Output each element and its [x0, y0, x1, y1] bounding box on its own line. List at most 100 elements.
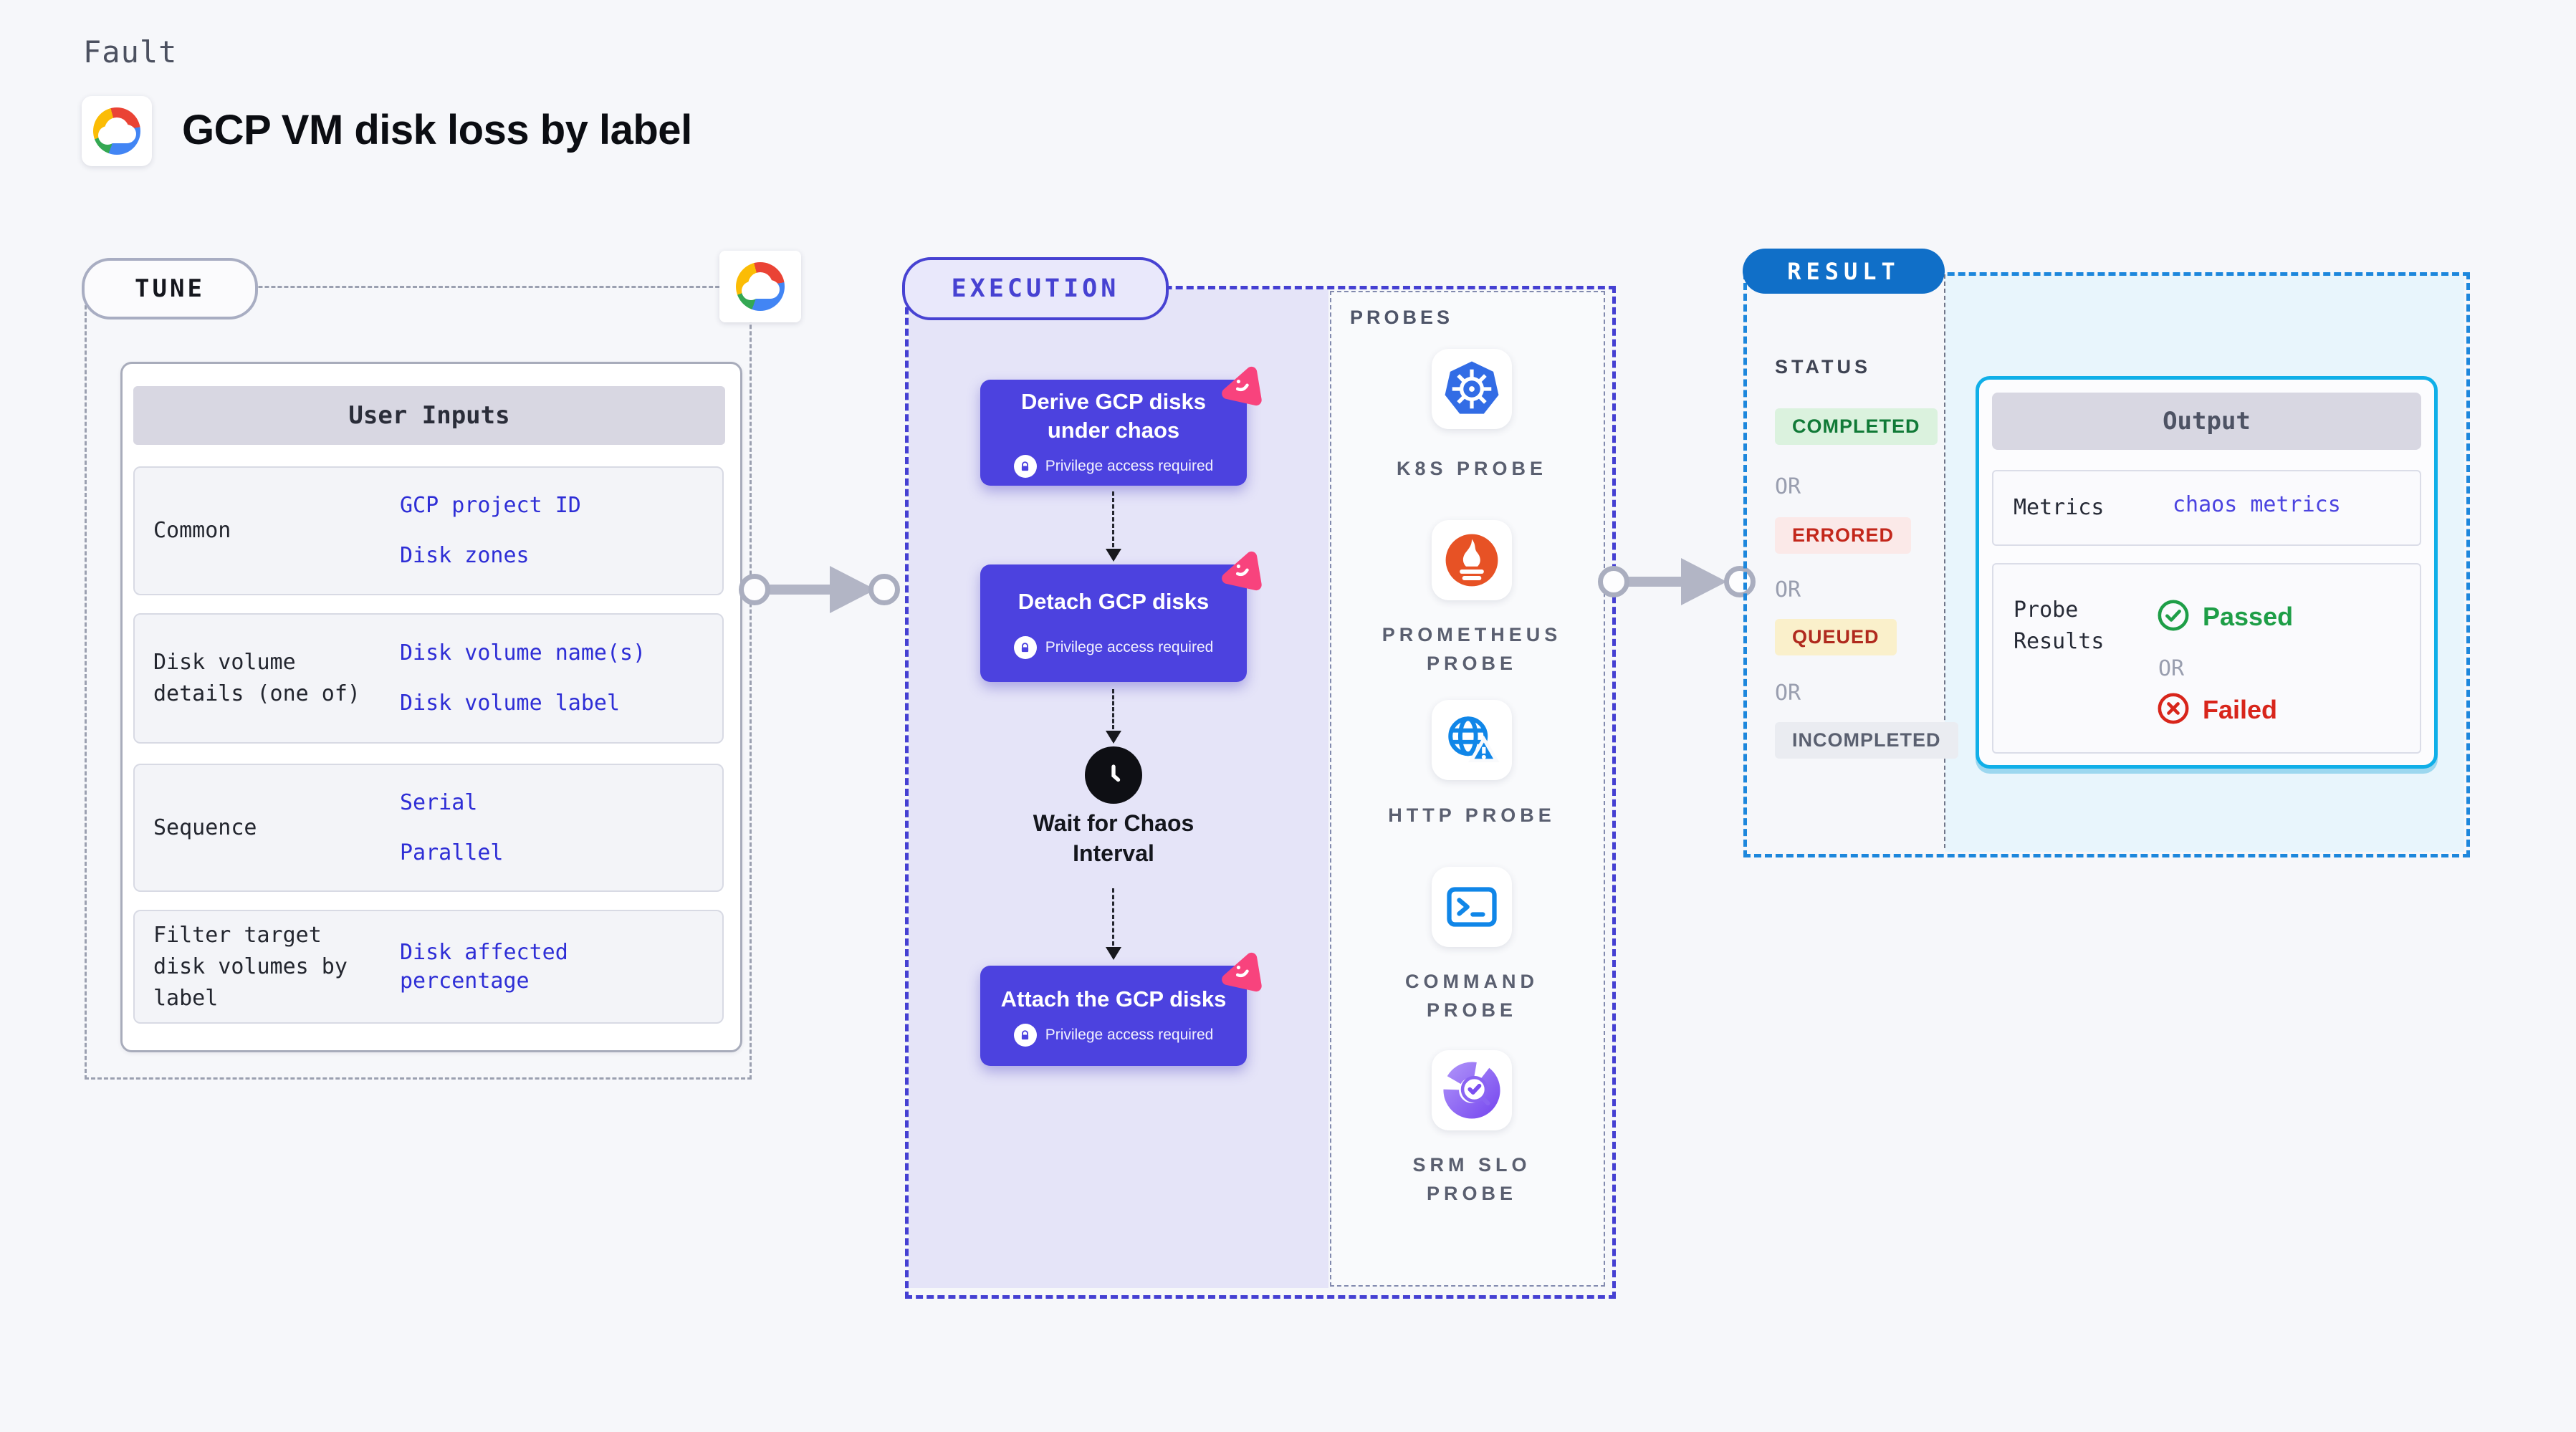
srm-slo-icon — [1443, 1062, 1500, 1119]
arrow-tune-execution-line — [760, 585, 838, 595]
probe-tile-http — [1432, 700, 1512, 780]
gcp-cloud-icon — [736, 262, 785, 311]
clock-icon — [1085, 746, 1142, 804]
result-divider — [1944, 274, 1945, 848]
lock-icon — [1013, 1024, 1037, 1047]
or-label: OR — [1775, 681, 1801, 706]
node-title: Attach the GCP disks — [1000, 986, 1227, 1011]
connector-arrowhead — [1106, 947, 1121, 960]
row-value: GCP project ID — [400, 493, 581, 518]
http-globe-icon — [1448, 716, 1500, 763]
row-value: Disk volume label — [400, 691, 621, 716]
node-attach-gcp-disks: Attach the GCP disks Privilege access re… — [980, 952, 1262, 1066]
arrow-end-circle — [1724, 566, 1756, 597]
metrics-row: Metrics chaos metrics — [1992, 470, 2421, 546]
tune-badge: TUNE — [82, 258, 258, 319]
metrics-value: chaos metrics — [2173, 492, 2341, 517]
privilege-note: Privilege access required — [1045, 1027, 1214, 1043]
kubernetes-icon — [1445, 361, 1499, 414]
probe-label-http: HTTP PROBE — [1388, 804, 1556, 826]
probe-label-prometheus: PROMETHEUS PROBE — [1382, 624, 1562, 674]
connector-arrowhead — [1106, 549, 1121, 562]
arrow-start-circle — [739, 574, 770, 605]
probe-label-command: COMMAND PROBE — [1405, 971, 1538, 1021]
probe-results-row: Probe Results Passed OR Failed — [1992, 563, 2421, 754]
execution-badge: EXECUTION — [902, 257, 1169, 320]
gcp-logo-tile — [82, 96, 152, 166]
probes-panel — [1330, 291, 1605, 1287]
node-derive-gcp-disks: Derive GCP disks under chaos Privilege a… — [980, 366, 1262, 486]
status-badge-errored: ERRORED — [1775, 517, 1912, 554]
row-value: Disk volume name(s) — [400, 640, 646, 665]
arrow-execution-result-head — [1681, 558, 1727, 605]
user-inputs-title: User Inputs — [348, 401, 510, 430]
result-badge-label: RESULT — [1787, 257, 1900, 285]
status-badge-incompleted: INCOMPLETED — [1775, 722, 1958, 759]
connector-dashed — [1112, 689, 1114, 729]
probe-tile-k8s — [1432, 349, 1512, 429]
arrow-tune-execution-head — [830, 566, 876, 613]
probes-title: PROBES — [1350, 307, 1454, 328]
row-label: Sequence — [153, 814, 257, 840]
connector-dashed — [1112, 888, 1114, 946]
wait-for-chaos-label: Wait for Chaos Interval — [1033, 810, 1194, 866]
table-row-common: Common GCP project ID Disk zones — [133, 466, 724, 595]
or-label: OR — [1775, 577, 1801, 602]
output-title: Output — [2163, 407, 2251, 436]
fault-kicker: Fault — [83, 34, 178, 69]
row-value: Serial — [400, 789, 478, 815]
privilege-note: Privilege access required — [1045, 458, 1214, 474]
node-detach-gcp-disks: Detach GCP disks Privilege access requir… — [980, 551, 1262, 682]
lock-icon — [1013, 636, 1037, 659]
or-label: OR — [2158, 656, 2185, 681]
failed-x-icon — [2158, 693, 2189, 724]
row-value: Parallel — [400, 840, 504, 865]
row-label: Filter target disk volumes by label — [153, 922, 348, 1011]
probe-tile-prometheus — [1432, 520, 1512, 600]
execution-badge-label: EXECUTION — [951, 274, 1120, 303]
arrow-start-circle — [1598, 566, 1629, 597]
node-title: Derive GCP disks under chaos — [1021, 389, 1206, 443]
failed-label: Failed — [2203, 695, 2278, 724]
row-value: Disk affected percentage — [400, 939, 568, 994]
node-title: Detach GCP disks — [1018, 589, 1210, 614]
result-badge: RESULT — [1743, 249, 1945, 294]
chaos-fault-icon — [1222, 551, 1262, 591]
arrow-execution-result-line — [1618, 577, 1690, 587]
connector-arrowhead — [1106, 731, 1121, 744]
tune-panel — [85, 286, 752, 1080]
table-row-filter-by-label: Filter target disk volumes by label Disk… — [133, 910, 724, 1024]
chaos-fault-icon — [1222, 952, 1262, 992]
tune-gcp-icon-tile — [719, 251, 801, 322]
status-badge-completed: COMPLETED — [1775, 408, 1938, 445]
or-label: OR — [1775, 474, 1801, 499]
output-header: Output — [1992, 393, 2421, 450]
row-label: Common — [153, 518, 231, 543]
status-title: STATUS — [1775, 356, 1871, 378]
privilege-note: Privilege access required — [1045, 639, 1214, 655]
probe-tile-srm-slo — [1432, 1050, 1512, 1130]
passed-label: Passed — [2203, 602, 2294, 631]
gcp-cloud-icon — [93, 107, 140, 155]
table-row-disk-volume-details: Disk volume details (one of) Disk volume… — [133, 613, 724, 744]
passed-check-icon — [2158, 600, 2189, 631]
probe-label-srm-slo: SRM SLO PROBE — [1412, 1154, 1531, 1204]
probe-label-k8s: K8S PROBE — [1396, 458, 1548, 479]
metrics-label: Metrics — [2014, 495, 2105, 520]
prometheus-icon — [1445, 534, 1498, 587]
probe-tile-command — [1432, 867, 1512, 947]
terminal-icon — [1447, 887, 1497, 927]
page-title: GCP VM disk loss by label — [182, 107, 692, 153]
execution-panel — [905, 286, 1616, 1299]
table-row-sequence: Sequence Serial Parallel — [133, 764, 724, 892]
tune-badge-label: TUNE — [135, 274, 205, 303]
row-value: Disk zones — [400, 543, 530, 568]
lock-icon — [1013, 455, 1037, 478]
connector-dashed — [1112, 491, 1114, 547]
probe-results-label: Probe Results — [2014, 597, 2105, 654]
row-label: Disk volume details (one of) — [153, 650, 360, 706]
status-badge-queued: QUEUED — [1775, 619, 1897, 655]
result-panel — [1743, 272, 2470, 857]
arrow-end-circle — [868, 574, 900, 605]
